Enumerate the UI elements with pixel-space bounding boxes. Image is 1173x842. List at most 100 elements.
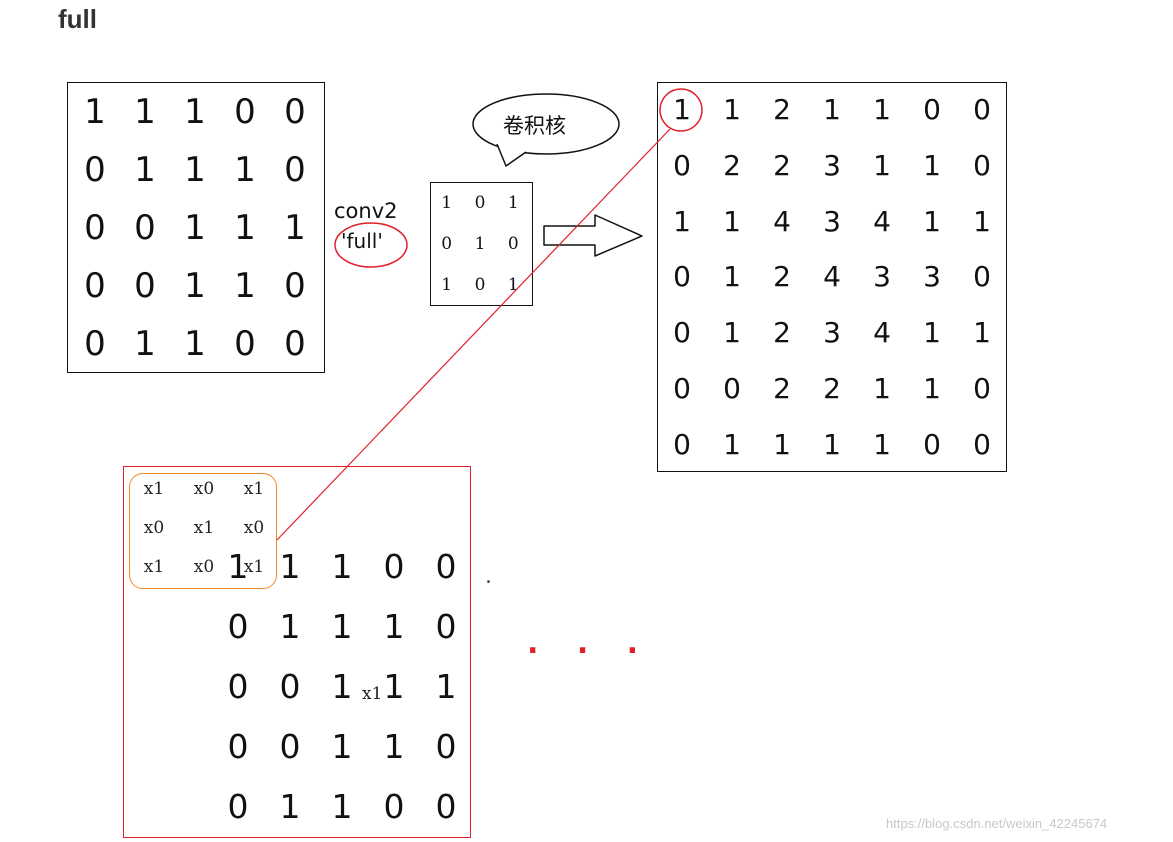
matrix-cell: 3: [873, 260, 891, 294]
matrix-cell: 0: [84, 150, 106, 190]
matrix-cell: 1: [873, 427, 891, 461]
matrix-cell: 1: [435, 666, 457, 706]
matrix-cell: 2: [773, 260, 791, 294]
matrix-cell: x1: [243, 556, 265, 577]
matrix-cell: 0: [84, 208, 106, 248]
matrix-cell: 1: [673, 204, 691, 238]
connector-line: [276, 128, 671, 541]
matrix-cell: 1: [184, 150, 206, 190]
matrix-cell: x1: [143, 556, 165, 577]
matrix-cell: 0: [279, 666, 301, 706]
matrix-cell: 1: [773, 427, 791, 461]
matrix-cell: x0: [143, 517, 165, 538]
stray-dot: .: [485, 564, 492, 589]
matrix-cell: 0: [284, 150, 306, 190]
matrix-cell: 1: [134, 150, 156, 190]
matrix-cell: x0: [243, 517, 265, 538]
matrix-cell: 0: [435, 786, 457, 826]
matrix-cell: 3: [823, 316, 841, 350]
matrix-cell: 0: [435, 606, 457, 646]
matrix-cell: 1: [723, 427, 741, 461]
full-mode-highlight: [334, 222, 408, 268]
matrix-cell: 2: [773, 149, 791, 183]
matrix-cell: 0: [435, 546, 457, 586]
matrix-cell: 1: [331, 786, 353, 826]
matrix-cell: 0: [435, 726, 457, 766]
matrix-cell: 0: [227, 606, 249, 646]
matrix-cell: 1: [184, 92, 206, 132]
matrix-cell: 0: [673, 427, 691, 461]
matrix-cell: 4: [773, 204, 791, 238]
matrix-cell: 1: [279, 786, 301, 826]
matrix-cell: 1: [923, 316, 941, 350]
matrix-cell: 1: [234, 266, 256, 306]
matrix-cell: 1: [331, 606, 353, 646]
matrix-cell: 1: [331, 726, 353, 766]
matrix-cell: 0: [284, 266, 306, 306]
kernel-bubble-label: 卷积核: [503, 114, 566, 138]
matrix-cell: 0: [973, 427, 991, 461]
matrix-cell: 1: [184, 266, 206, 306]
matrix-cell: 0: [973, 93, 991, 127]
matrix-cell: 1: [134, 92, 156, 132]
continuation-ellipsis: . . .: [527, 626, 653, 661]
matrix-cell: 1: [227, 546, 249, 586]
matrix-cell: 0: [383, 546, 405, 586]
matrix-cell: 1: [823, 93, 841, 127]
padded-illustration-frame: [123, 466, 471, 838]
matrix-cell: 0: [673, 316, 691, 350]
matrix-cell: 1: [84, 92, 106, 132]
matrix-cell: 0: [923, 93, 941, 127]
matrix-cell: 0: [84, 266, 106, 306]
matrix-cell: 2: [773, 316, 791, 350]
matrix-cell: 4: [873, 204, 891, 238]
matrix-cell: 1: [723, 260, 741, 294]
matrix-cell: 1: [923, 204, 941, 238]
matrix-cell: 0: [227, 786, 249, 826]
matrix-cell: 0: [134, 208, 156, 248]
matrix-cell: x1: [143, 479, 165, 500]
full-mode-label: 'full': [341, 229, 383, 253]
matrix-cell: 1: [973, 204, 991, 238]
matrix-cell: 0: [134, 266, 156, 306]
matrix-cell: 0: [723, 371, 741, 405]
matrix-cell: 1: [873, 149, 891, 183]
matrix-cell: 1: [279, 606, 301, 646]
matrix-cell: 2: [773, 371, 791, 405]
matrix-cell: 1: [723, 93, 741, 127]
matrix-cell: 0: [234, 324, 256, 364]
matrix-cell: 1: [383, 606, 405, 646]
matrix-cell: x1: [193, 517, 215, 538]
matrix-cell: 0: [227, 666, 249, 706]
matrix-cell: 1: [331, 666, 353, 706]
matrix-cell: 1: [673, 93, 691, 127]
matrix-cell: 1: [873, 93, 891, 127]
matrix-cell: 3: [823, 204, 841, 238]
matrix-cell: 1: [234, 150, 256, 190]
matrix-cell: 0: [673, 371, 691, 405]
matrix-cell: 1: [723, 316, 741, 350]
matrix-cell: 1: [279, 546, 301, 586]
diagram-title: full: [58, 4, 97, 34]
first-output-highlight: [659, 88, 703, 132]
matrix-cell: 1: [873, 371, 891, 405]
matrix-cell: 0: [507, 233, 519, 254]
matrix-cell: 0: [284, 92, 306, 132]
matrix-cell: 0: [383, 786, 405, 826]
matrix-cell: 1: [383, 726, 405, 766]
output-matrix-frame: [657, 82, 1007, 472]
matrix-cell: 4: [873, 316, 891, 350]
matrix-cell: 2: [823, 371, 841, 405]
matrix-cell: 1: [184, 208, 206, 248]
matrix-cell: 0: [227, 726, 249, 766]
matrix-cell: 1: [474, 233, 486, 254]
matrix-cell: 1: [723, 204, 741, 238]
matrix-cell: 3: [823, 149, 841, 183]
matrix-cell: 0: [973, 149, 991, 183]
matrix-cell: 0: [234, 92, 256, 132]
center-weight-label: x1: [362, 684, 383, 704]
matrix-cell: 1: [134, 324, 156, 364]
